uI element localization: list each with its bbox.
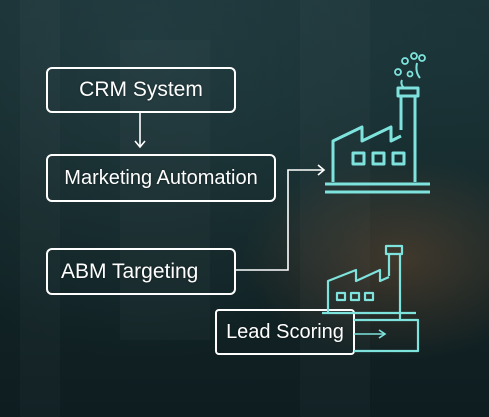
crm-system-label: CRM System (79, 78, 203, 101)
marketing-automation-box[interactable] (46, 154, 276, 202)
connector-lead-scoring-arrow (354, 329, 387, 339)
abm-targeting-label: ABM Targeting (61, 259, 199, 283)
abm-targeting-box[interactable] (46, 248, 236, 295)
lead-scoring-label: Lead Scoring (226, 320, 344, 343)
connector-abm-to-factory (236, 164, 326, 271)
connector-crm-to-marketing (134, 112, 146, 149)
lead-scoring-box[interactable] (215, 309, 355, 355)
crm-system-box[interactable] (46, 67, 236, 113)
factory-small-icon (322, 244, 420, 353)
factory-icon (325, 52, 430, 194)
marketing-automation-label: Marketing Automation (64, 166, 258, 189)
